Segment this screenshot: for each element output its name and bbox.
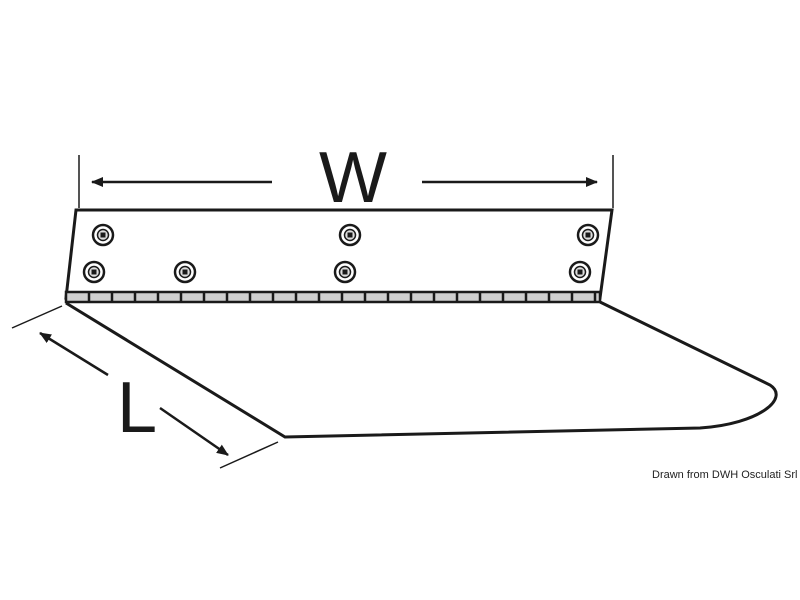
l-extension-bottom	[219, 441, 279, 469]
l-extension-top	[11, 305, 63, 329]
screw-icon	[82, 260, 106, 284]
hinge-strip	[64, 290, 602, 304]
screw-icon	[338, 223, 362, 247]
flap-plate	[65, 300, 778, 439]
credit-text: Drawn from DWH Osculati Srl	[652, 469, 798, 481]
screws	[82, 223, 600, 284]
width-label: W	[319, 138, 387, 218]
screw-icon	[173, 260, 197, 284]
screw-icon	[568, 260, 592, 284]
screw-icon	[576, 223, 600, 247]
hinge-body	[64, 290, 602, 304]
mounting-plate	[64, 208, 614, 300]
l-arrow-bottom	[159, 406, 229, 457]
screw-icon	[91, 223, 115, 247]
screw-icon	[333, 260, 357, 284]
l-arrow-top	[39, 331, 109, 377]
length-label: L	[117, 368, 157, 448]
